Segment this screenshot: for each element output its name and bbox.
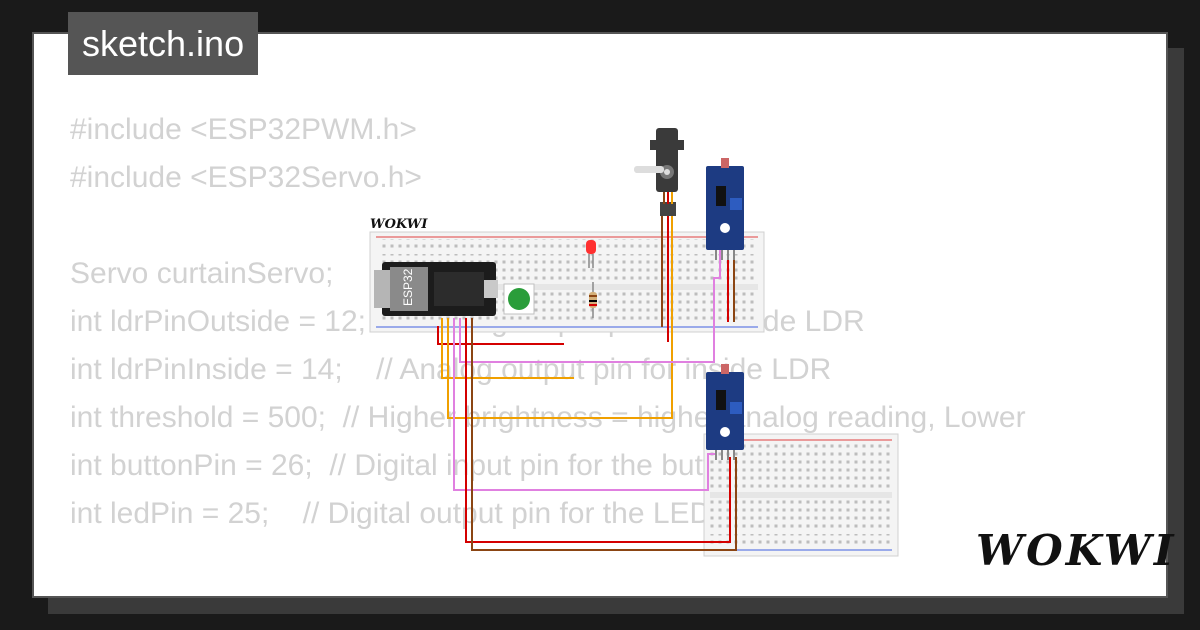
wokwi-small-logo: WOKWI xyxy=(370,217,428,232)
esp32-board: ESP32 xyxy=(374,262,498,316)
code-line-1: #include <ESP32PWM.h> xyxy=(70,113,417,146)
ldr-sensor-inside xyxy=(706,364,744,460)
wire-red-2 xyxy=(465,318,731,543)
servo-motor xyxy=(634,128,684,216)
push-button[interactable] xyxy=(503,283,535,315)
resistor xyxy=(589,282,597,318)
wokwi-logo: WOKWI xyxy=(976,526,1177,575)
wire-pink-2 xyxy=(459,248,721,363)
code-card: #include <ESP32PWM.h> #include <ESP32Serv… xyxy=(32,32,1168,598)
wire-pink-1 xyxy=(453,318,716,491)
wires xyxy=(437,214,737,551)
wire-red-1 xyxy=(437,326,564,345)
wire-orange-2 xyxy=(447,214,673,419)
ldr-sensor-outside xyxy=(706,158,744,260)
file-tab[interactable]: sketch.ino xyxy=(68,12,259,75)
code-line-2: #include <ESP32Servo.h> xyxy=(70,161,422,194)
code-line-6: int ldrPinInside = 14; // Analog output … xyxy=(70,353,832,386)
wire-orange-1 xyxy=(441,318,574,379)
led xyxy=(586,240,596,268)
esp32-label: ESP32 xyxy=(401,268,415,306)
wire-brown-1 xyxy=(471,318,737,551)
circuit-diagram: WOKWI xyxy=(369,128,899,557)
code-line-4: Servo curtainServo; xyxy=(70,257,334,290)
code-line-9: int ledPin = 25; // Digital output pin f… xyxy=(70,497,712,530)
code-editor: #include <ESP32PWM.h> #include <ESP32Serv… xyxy=(70,106,1026,596)
breadboard-secondary xyxy=(703,433,899,557)
code-line-11: void setup() { xyxy=(70,586,1026,596)
